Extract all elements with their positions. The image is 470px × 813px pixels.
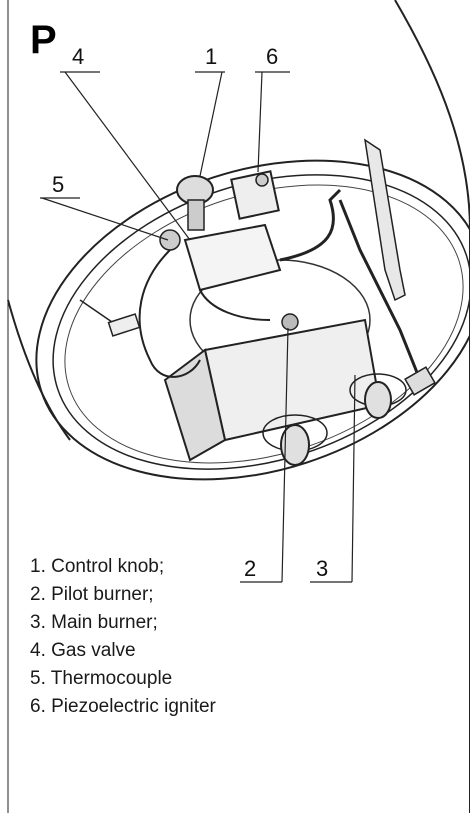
legend-item: 6. Piezoelectric igniter — [30, 696, 216, 717]
gas-valve-body — [183, 223, 282, 292]
thermocouple-wire — [138, 249, 201, 378]
tank-bottom-outer — [35, 159, 470, 481]
thermocouple-fitting — [159, 229, 181, 251]
bracket — [363, 138, 406, 302]
gas-tube-long — [338, 199, 422, 381]
tank-outline — [394, 0, 470, 813]
panel-letter: P — [30, 18, 57, 62]
legend-item: 4. Gas valve — [30, 640, 136, 661]
callout-3: 3 — [316, 556, 329, 581]
pilot-burner — [281, 313, 299, 331]
callout-2: 2 — [244, 556, 257, 581]
pipe-thread-front — [280, 424, 310, 466]
wire-connector — [107, 313, 141, 337]
legend-list: 1. Control knob; 2. Pilot burner; 3. Mai… — [30, 553, 216, 721]
main-burner-side — [163, 348, 227, 462]
callout-6: 6 — [266, 44, 279, 69]
pipe-thread-right — [364, 381, 392, 419]
callout-5: 5 — [52, 172, 65, 197]
thermocouple-wire-2 — [199, 289, 271, 321]
pipe-nut — [404, 366, 436, 396]
legend-item: 3. Main burner; — [30, 612, 158, 633]
legend-item: 1. Control knob; — [30, 556, 165, 577]
piezo-igniter — [230, 170, 280, 220]
control-knob-stem — [187, 199, 205, 231]
piezo-button — [255, 173, 269, 187]
legend-item: 2. Pilot burner; — [30, 584, 154, 605]
wire-lead — [79, 299, 113, 323]
gas-tube — [279, 188, 342, 262]
callout-1: 1 — [205, 44, 218, 69]
callout-4: 4 — [72, 44, 85, 69]
legend-item: 5. Thermocouple — [30, 668, 173, 689]
